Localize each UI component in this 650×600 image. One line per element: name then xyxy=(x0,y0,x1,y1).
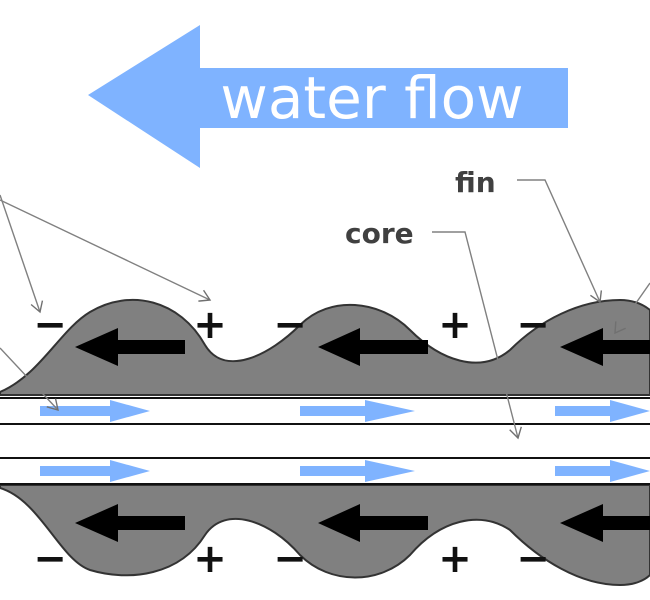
core-arrow xyxy=(300,460,415,482)
water-flow-label: water flow xyxy=(220,64,523,132)
backflow-arrow xyxy=(318,328,428,366)
core-leader-line xyxy=(432,231,522,440)
fin-label: fin xyxy=(455,166,496,199)
minus-sign: − xyxy=(33,536,67,582)
plus-sign: + xyxy=(193,536,227,582)
plus-sign: + xyxy=(438,536,472,582)
lower-fin xyxy=(0,484,650,587)
plus-sign: + xyxy=(193,302,227,348)
left-leader-line-c xyxy=(0,347,59,411)
core-arrow xyxy=(555,400,650,422)
backflow-arrow xyxy=(560,328,650,366)
backflow-arrow xyxy=(75,328,185,366)
core-arrow xyxy=(300,400,415,422)
backflow-arrows xyxy=(75,328,650,542)
left-leader-line-a xyxy=(0,194,44,314)
core-channels xyxy=(0,397,650,485)
minus-sign: − xyxy=(516,302,550,348)
minus-sign: − xyxy=(273,302,307,348)
core-arrow xyxy=(40,460,150,482)
minus-sign: − xyxy=(516,536,550,582)
core-arrows xyxy=(40,400,650,482)
fin-leader-line xyxy=(517,179,603,304)
left-leader-line-b xyxy=(0,199,212,302)
plus-sign: + xyxy=(438,302,472,348)
water-flow-arrow: water flow xyxy=(88,25,568,168)
core-arrow xyxy=(40,400,150,422)
core-arrow xyxy=(555,460,650,482)
right-leader-line xyxy=(614,282,650,335)
core-label: core xyxy=(345,217,414,250)
backflow-arrow xyxy=(318,504,428,542)
backflow-arrow xyxy=(560,504,650,542)
minus-sign: − xyxy=(273,536,307,582)
backflow-arrow xyxy=(75,504,185,542)
leader-lines xyxy=(0,179,650,440)
